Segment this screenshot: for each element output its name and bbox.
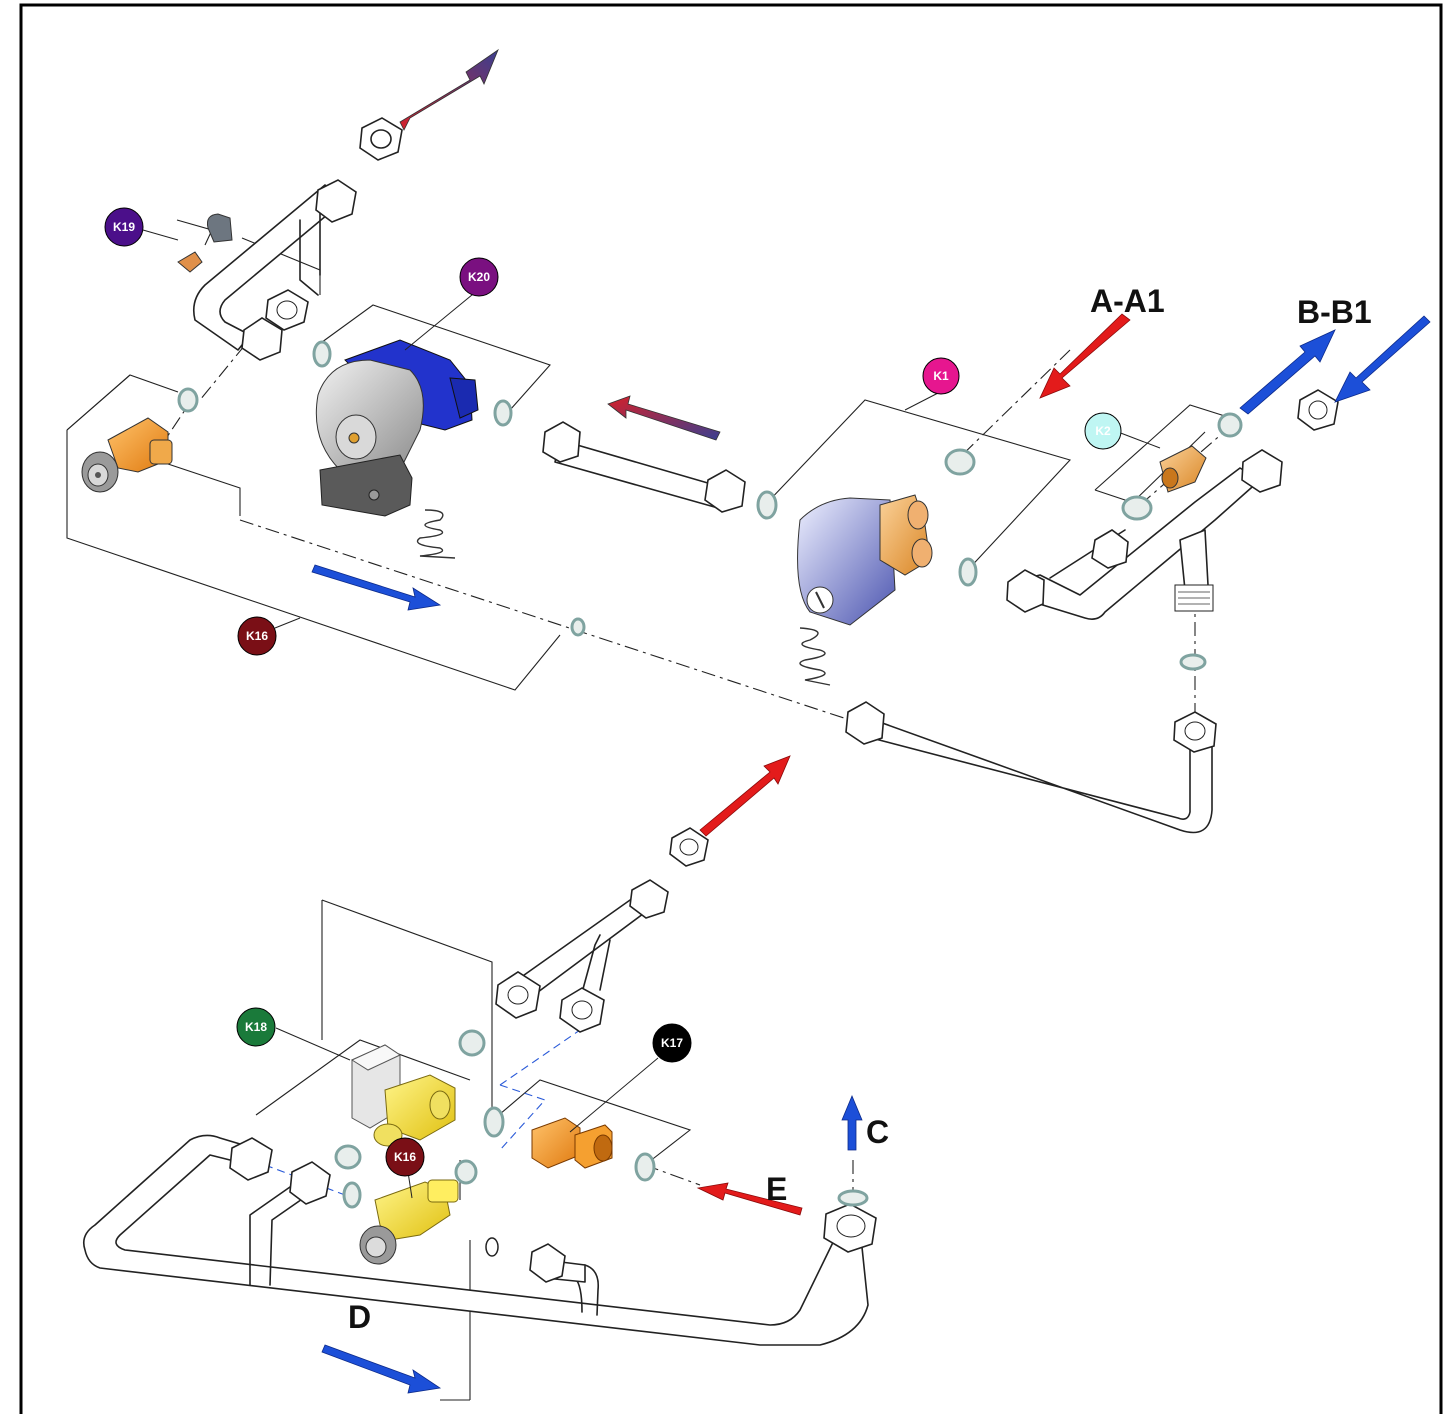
upper-leader-lines [66, 219, 1229, 691]
k19-clip-part [177, 213, 233, 273]
label-b-b1: B-B1 [1297, 294, 1372, 330]
badge-label: K19 [113, 220, 135, 234]
badge-label: K16 [246, 629, 268, 643]
safety-valve-upper [81, 417, 173, 493]
lower-supply-pipe [495, 827, 709, 1033]
badge-k19: K19 [104, 207, 144, 247]
flow-arrow-a-a1 [1039, 313, 1131, 399]
upper-left-pipe [192, 117, 403, 361]
k17-fitting [531, 1117, 613, 1169]
k18-diverter-valve [350, 1044, 456, 1147]
label-c: C [866, 1114, 889, 1150]
badge-k16-upper: K16 [237, 616, 277, 656]
badge-k18: K18 [236, 1007, 276, 1047]
label-e: E [766, 1171, 787, 1207]
k2-flow-limiter [1159, 445, 1207, 493]
upper-washers [177, 340, 1243, 671]
label-a-a1: A-A1 [1090, 283, 1165, 319]
safety-valve-lower [359, 1179, 459, 1265]
outer-border [19, 3, 1443, 1419]
badge-k20: K20 [459, 257, 499, 297]
lower-loop-pipe [82, 1134, 877, 1346]
badge-label: K18 [245, 1020, 267, 1034]
badge-label: K16 [394, 1150, 416, 1164]
flow-arrow-c [841, 1094, 863, 1151]
upper-right-pipes [1006, 389, 1339, 620]
upper-middle-pipe [542, 421, 746, 513]
flow-arrow-k16 [311, 564, 442, 611]
flow-arrow-top [399, 48, 499, 131]
three-way-valve-k1 [797, 494, 933, 686]
badge-leaders [142, 229, 1161, 1199]
upper-return-pipe [845, 701, 1217, 834]
lower-leader-lines [255, 899, 692, 1401]
lower-washers [334, 1029, 869, 1257]
label-d: D [348, 1299, 371, 1335]
flow-arrow-b-out [1239, 329, 1336, 415]
circulating-pump-k20 [315, 339, 479, 559]
flow-arrow-b-in [1334, 315, 1431, 403]
flow-arrow-lower-top [699, 755, 791, 837]
flow-arrow-e [696, 1182, 803, 1216]
badge-k1: K1 [922, 357, 960, 395]
flow-arrow-pump [607, 395, 721, 441]
badge-k16-lower: K16 [385, 1137, 425, 1177]
badge-label: K1 [933, 369, 949, 383]
badge-label: K20 [468, 270, 490, 284]
washer [177, 387, 199, 413]
badge-k2: K2 [1084, 412, 1122, 450]
badge-label: K2 [1095, 424, 1111, 438]
badge-k17: K17 [652, 1023, 692, 1063]
badge-label: K17 [661, 1036, 683, 1050]
flow-arrow-d [321, 1344, 442, 1394]
